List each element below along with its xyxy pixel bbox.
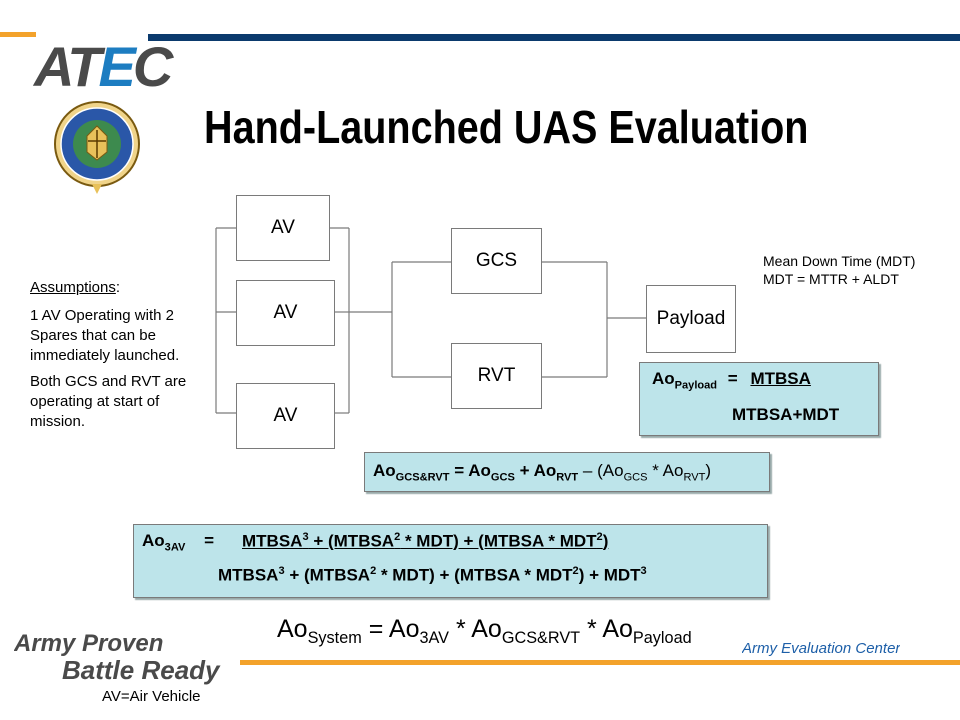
three-av-denominator: MTBSA3 + (MTBSA2 * MDT) + (MTBSA * MDT2)… <box>218 565 647 585</box>
payload-formula-lhs: AoPayload = MTBSA <box>652 369 811 392</box>
payload-label: Payload <box>656 308 726 329</box>
av-block-3: AV <box>236 383 335 449</box>
footer-battle-ready: Battle Ready <box>62 655 220 685</box>
logo-text-suffix: C <box>132 35 173 98</box>
av-label: AV <box>273 302 298 323</box>
footer-right-text: Army Evaluation Center <box>742 640 901 656</box>
army-evaluation-center-seal <box>54 101 140 194</box>
three-av-formula-box: Ao3AV = MTBSA3 + (MTBSA2 * MDT) + (MTBSA… <box>133 524 768 598</box>
three-av-formula-lhs: Ao3AV = <box>142 531 215 554</box>
three-av-numerator: MTBSA3 + (MTBSA2 * MDT) + (MTBSA * MDT2) <box>242 531 609 551</box>
page-title: Hand-Launched UAS Evaluation <box>204 101 809 153</box>
logo-text-prefix: AT <box>34 35 101 98</box>
gcs-rvt-formula: AoGCS&RVT = AoGCS + AoRVT – (AoGCS * AoR… <box>373 461 712 484</box>
assumptions-block: Assumptions: 1 AV Operating with 2 Spare… <box>30 278 208 432</box>
assumptions-colon: : <box>115 279 121 296</box>
mdt-note-line1: Mean Down Time (MDT) <box>763 253 916 269</box>
payload-block: Payload <box>646 285 736 353</box>
gcs-label: GCS <box>475 250 518 271</box>
av-definition: AV=Air Vehicle <box>102 688 201 705</box>
av-label: AV <box>273 405 298 426</box>
atec-logo: ATEC <box>34 34 173 99</box>
gcs-rvt-formula-box: AoGCS&RVT = AoGCS + AoRVT – (AoGCS * AoR… <box>364 452 770 492</box>
assumption-2: Both GCS and RVT are operating at start … <box>30 373 187 430</box>
logo-text-e: E <box>98 35 136 98</box>
mdt-note: Mean Down Time (MDT) MDT = MTTR + ALDT <box>763 252 915 288</box>
mdt-note-line2: MDT = MTTR + ALDT <box>763 271 899 287</box>
payload-formula-box: AoPayload = MTBSA MTBSA+MDT <box>639 362 879 436</box>
rvt-label: RVT <box>477 365 516 386</box>
footer-accent-bar <box>240 660 960 665</box>
header-accent-bar <box>0 32 36 37</box>
header-bar <box>148 34 960 41</box>
assumptions-heading: Assumptions <box>30 279 116 296</box>
av-label: AV <box>271 217 295 238</box>
av-block-2: AV <box>236 280 335 346</box>
system-availability-formula: AoSystem = Ao3AV * AoGCS&RVT * AoPayload <box>277 615 692 647</box>
rvt-block: RVT <box>451 343 542 409</box>
payload-numerator: MTBSA <box>750 369 811 388</box>
assumption-1: 1 AV Operating with 2 Spares that can be… <box>30 307 180 364</box>
gcs-block: GCS <box>451 228 542 294</box>
payload-denominator: MTBSA+MDT <box>732 405 840 424</box>
footer-army-proven: Army Proven <box>14 630 164 656</box>
av-block-1: AV <box>236 195 330 261</box>
